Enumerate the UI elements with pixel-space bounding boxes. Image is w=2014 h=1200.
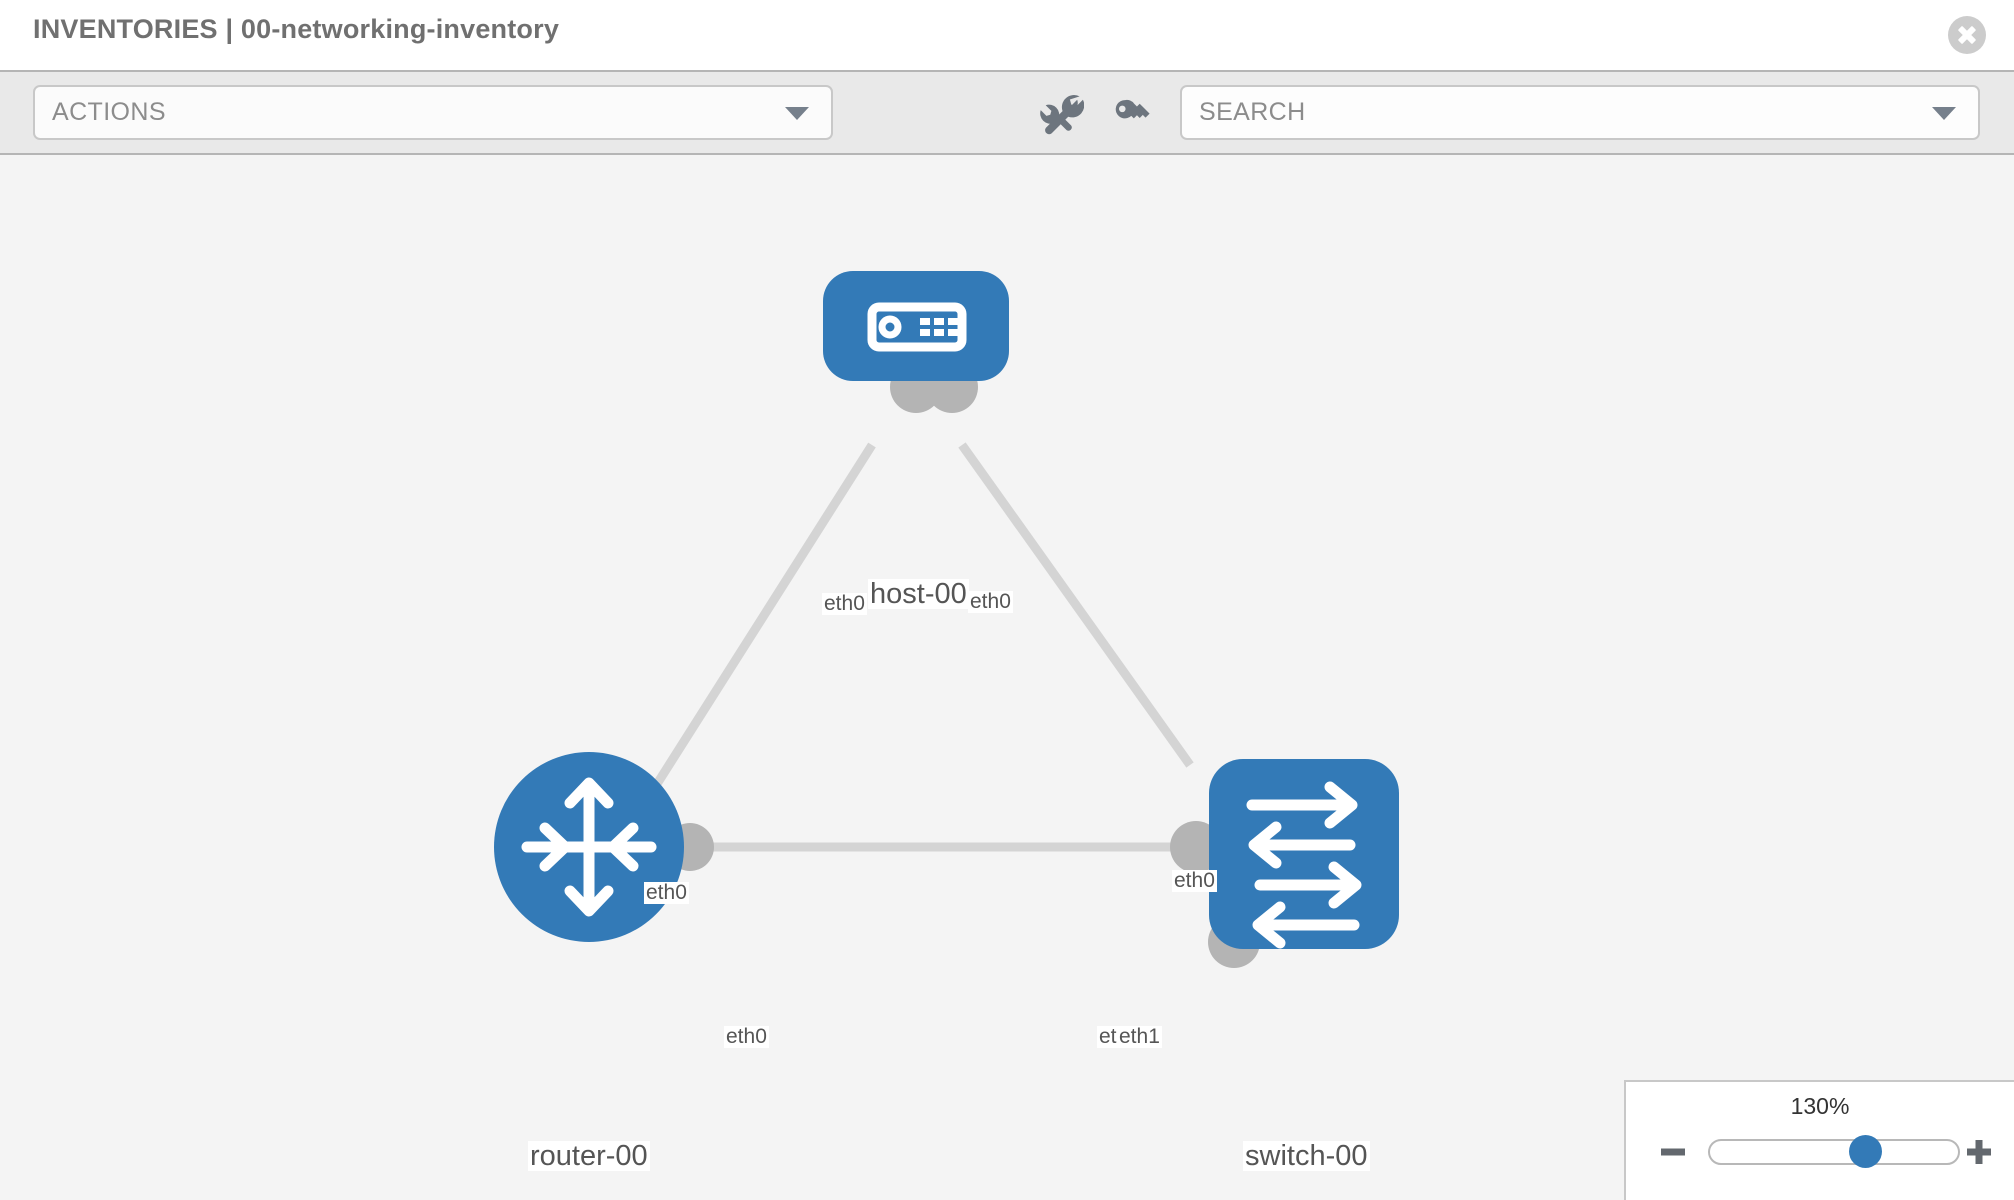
node-router-00[interactable]: [494, 752, 684, 942]
actions-dropdown[interactable]: ACTIONS: [33, 85, 833, 140]
edge-label: eth1: [1117, 1025, 1162, 1049]
zoom-slider-thumb[interactable]: [1849, 1135, 1883, 1168]
topology-graph[interactable]: [0, 155, 2014, 1200]
node-label-host-00: host-00: [868, 578, 969, 610]
edge-label: eth0: [644, 881, 689, 905]
edge-label: eth0: [1172, 869, 1217, 893]
search-input[interactable]: SEARCH: [1180, 85, 1980, 140]
node-label-router-00: router-00: [528, 1140, 650, 1172]
zoom-in-button[interactable]: [1962, 1135, 1996, 1169]
page-header: INVENTORIES | 00-networking-inventory: [0, 0, 2014, 70]
key-icon[interactable]: [1110, 92, 1154, 136]
link-host00-router00[interactable]: [646, 442, 876, 798]
wrench-icon[interactable]: [1040, 92, 1084, 136]
zoom-level-label: 130%: [1790, 1093, 1850, 1119]
node-label-switch-00: switch-00: [1243, 1140, 1370, 1172]
edge-label: eth0: [968, 590, 1013, 614]
topology-links: [646, 442, 1194, 852]
close-icon[interactable]: [1948, 16, 1986, 54]
search-chevron-down-icon[interactable]: [1932, 106, 1956, 120]
node-host-00[interactable]: [823, 271, 1009, 381]
toolbar: ACTIONS SEARCH: [0, 70, 2014, 155]
page-title: INVENTORIES | 00-networking-inventory: [33, 14, 560, 44]
node-switch-00[interactable]: [1209, 759, 1399, 949]
chevron-down-icon[interactable]: [785, 106, 809, 120]
actions-dropdown-label: ACTIONS: [52, 98, 166, 126]
link-host00-switch00[interactable]: [958, 442, 1194, 768]
search-placeholder: SEARCH: [1199, 98, 1306, 126]
edge-label: eth0: [822, 592, 867, 616]
zoom-control-panel: 130%: [1624, 1080, 2014, 1200]
topology-canvas[interactable]: eth0 eth0 eth0 eth0 eth0 eth0 eth1 host-…: [0, 155, 2014, 1200]
zoom-slider-track[interactable]: [1708, 1135, 1960, 1168]
zoom-slider-row: [1626, 1135, 2014, 1175]
zoom-out-button[interactable]: [1656, 1135, 1690, 1169]
edge-label: eth0: [724, 1025, 769, 1049]
